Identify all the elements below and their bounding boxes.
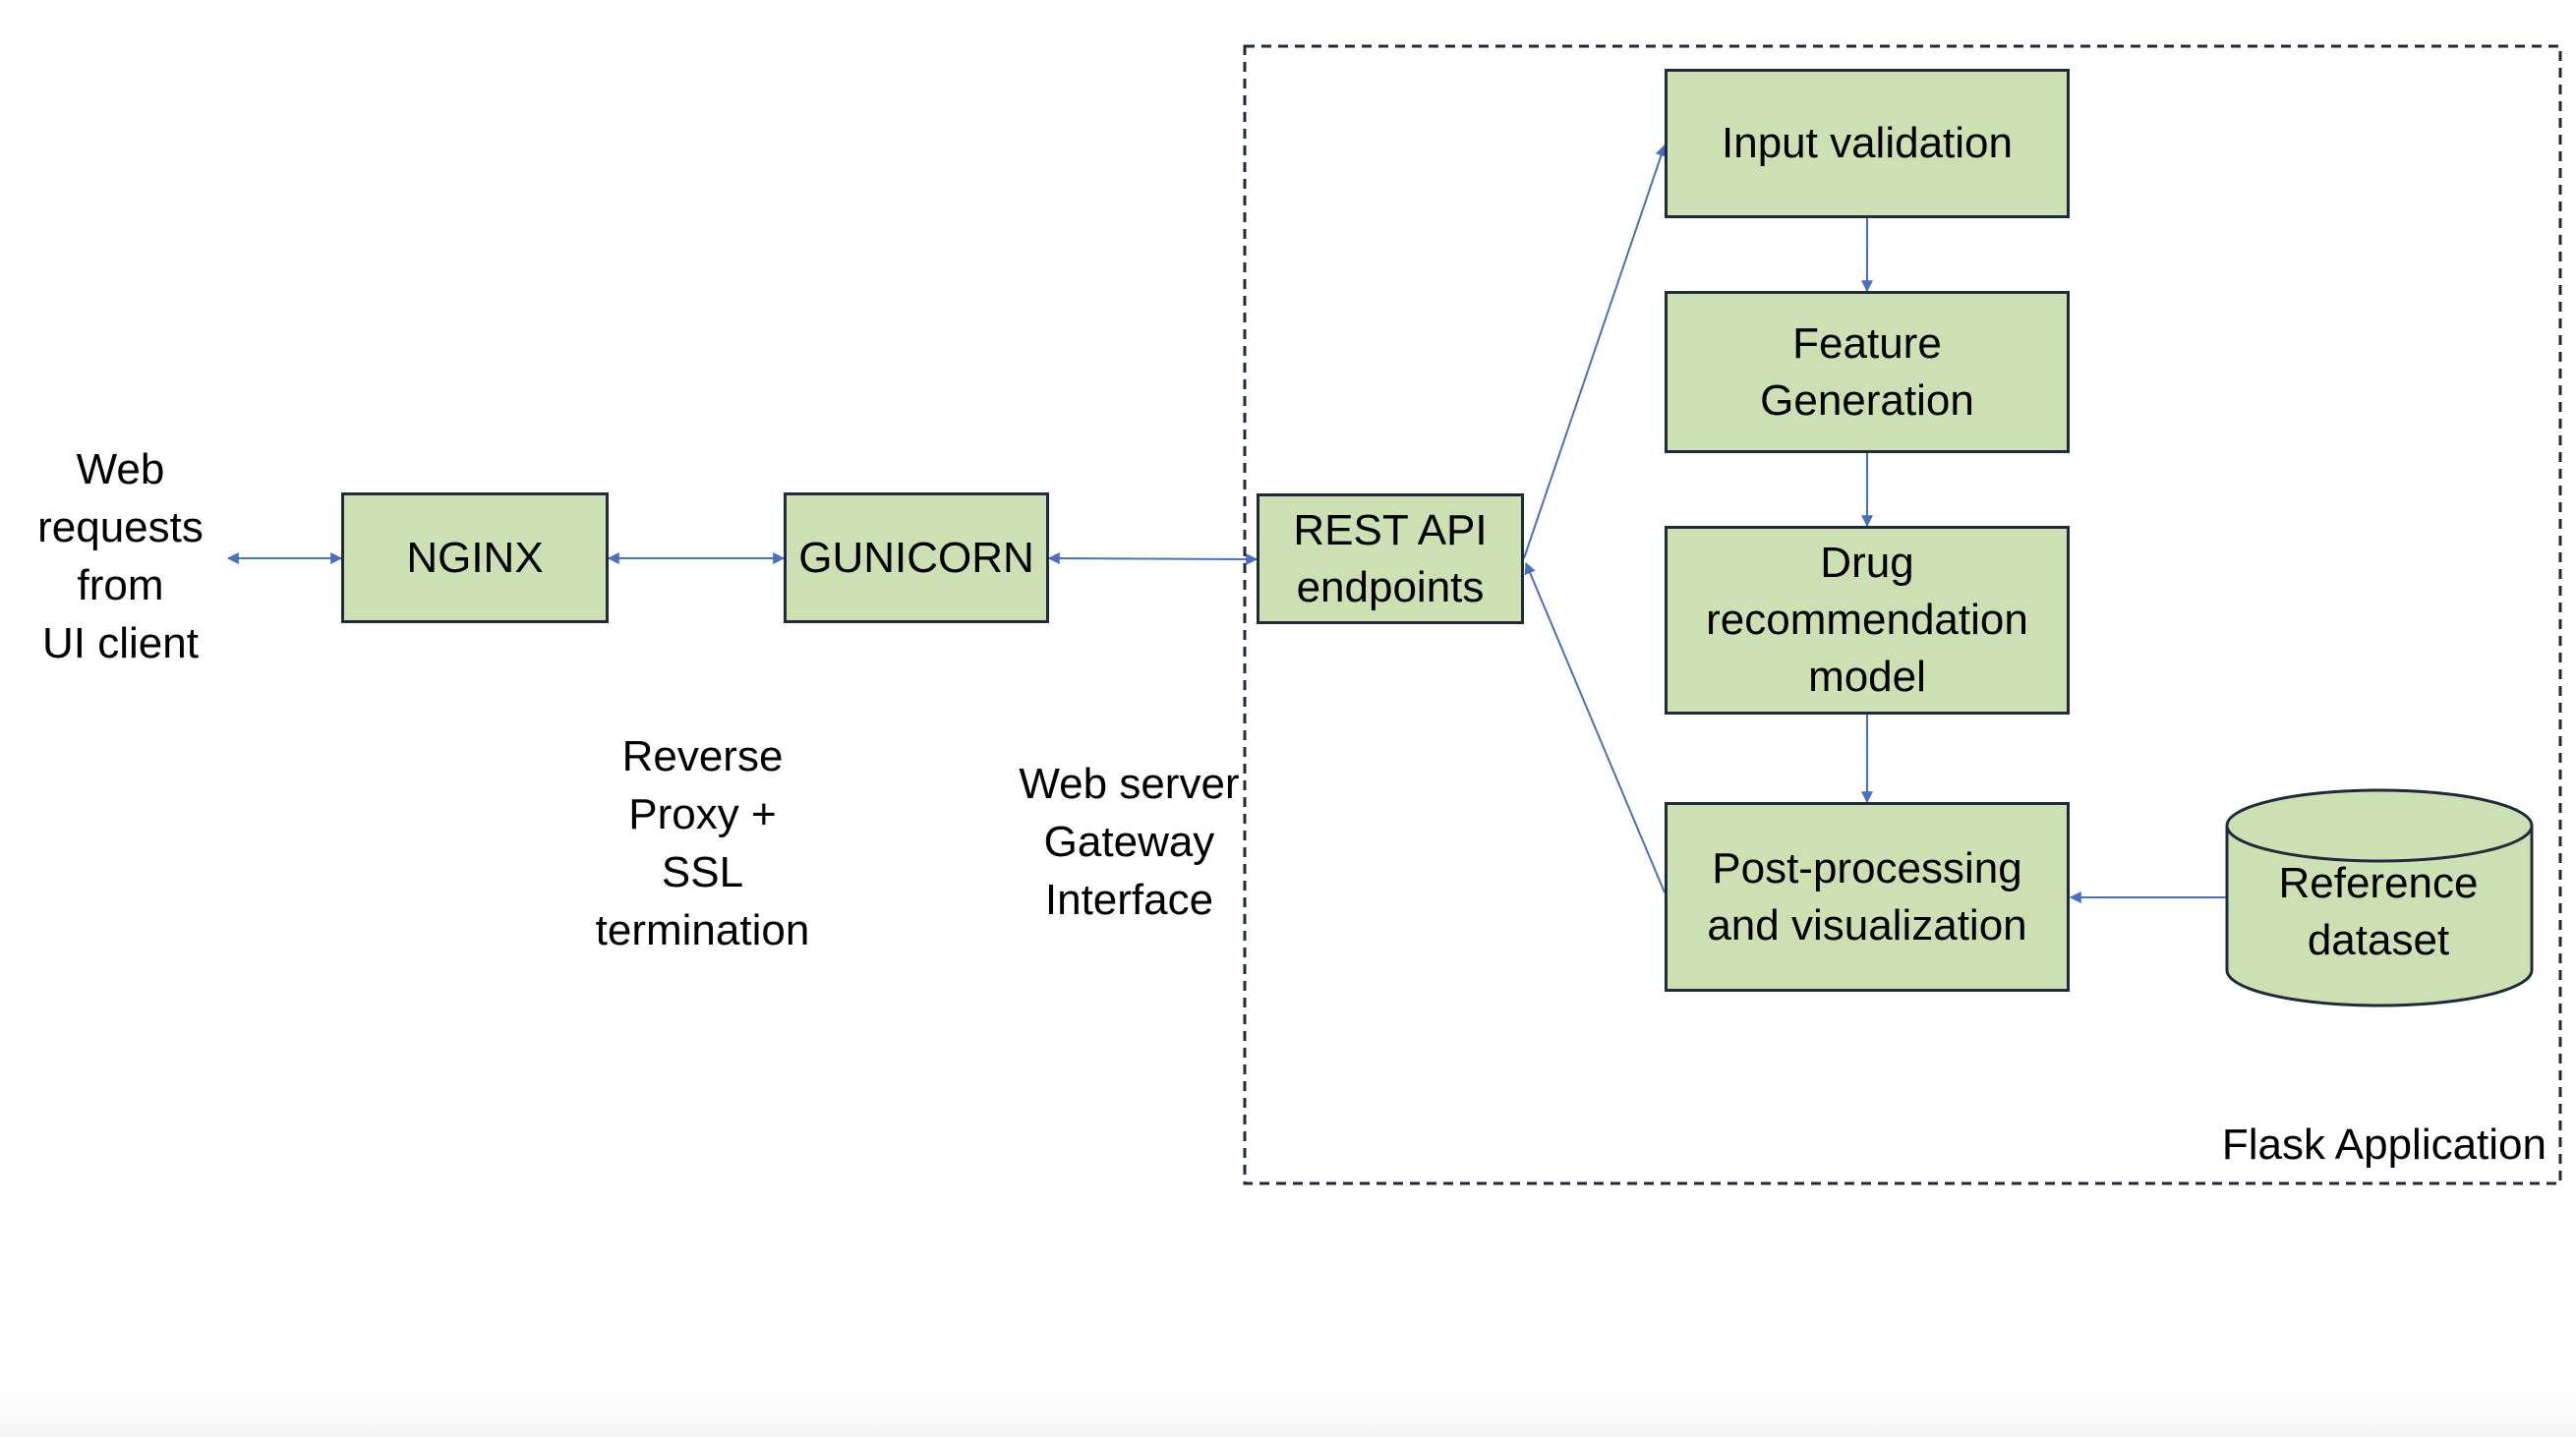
client-label: Web requests from UI client: [37, 445, 204, 667]
input-validation-box: Input validation: [1665, 69, 2070, 218]
reference-dataset-cylinder: [2225, 788, 2534, 1007]
link-gunicorn-rest: [1047, 552, 1259, 565]
drug-model-box: Drug recommendation model: [1665, 526, 2070, 715]
flask-app-container: [1243, 44, 2562, 1185]
reference-dataset-label: Reference dataset: [2278, 859, 2479, 964]
flask-application-label: Flask Application: [2221, 1121, 2547, 1169]
link-rest-input-validation: [1523, 144, 1668, 559]
gunicorn-box: GUNICORN: [784, 492, 1049, 623]
reverse-proxy-annotation: Reverse Proxy + SSL termination: [595, 732, 810, 954]
rest-api-box: REST API endpoints: [1257, 493, 1524, 624]
feature-generation-box: Feature Generation: [1665, 291, 2070, 453]
nginx-box: NGINX: [341, 492, 609, 623]
postprocessing-box: Post-processing and visualization: [1665, 802, 2070, 992]
wsgi-annotation: Web server Gateway Interface: [1019, 760, 1240, 924]
bottom-band: [0, 1388, 2576, 1437]
link-postprocessing-rest: [1524, 561, 1666, 893]
